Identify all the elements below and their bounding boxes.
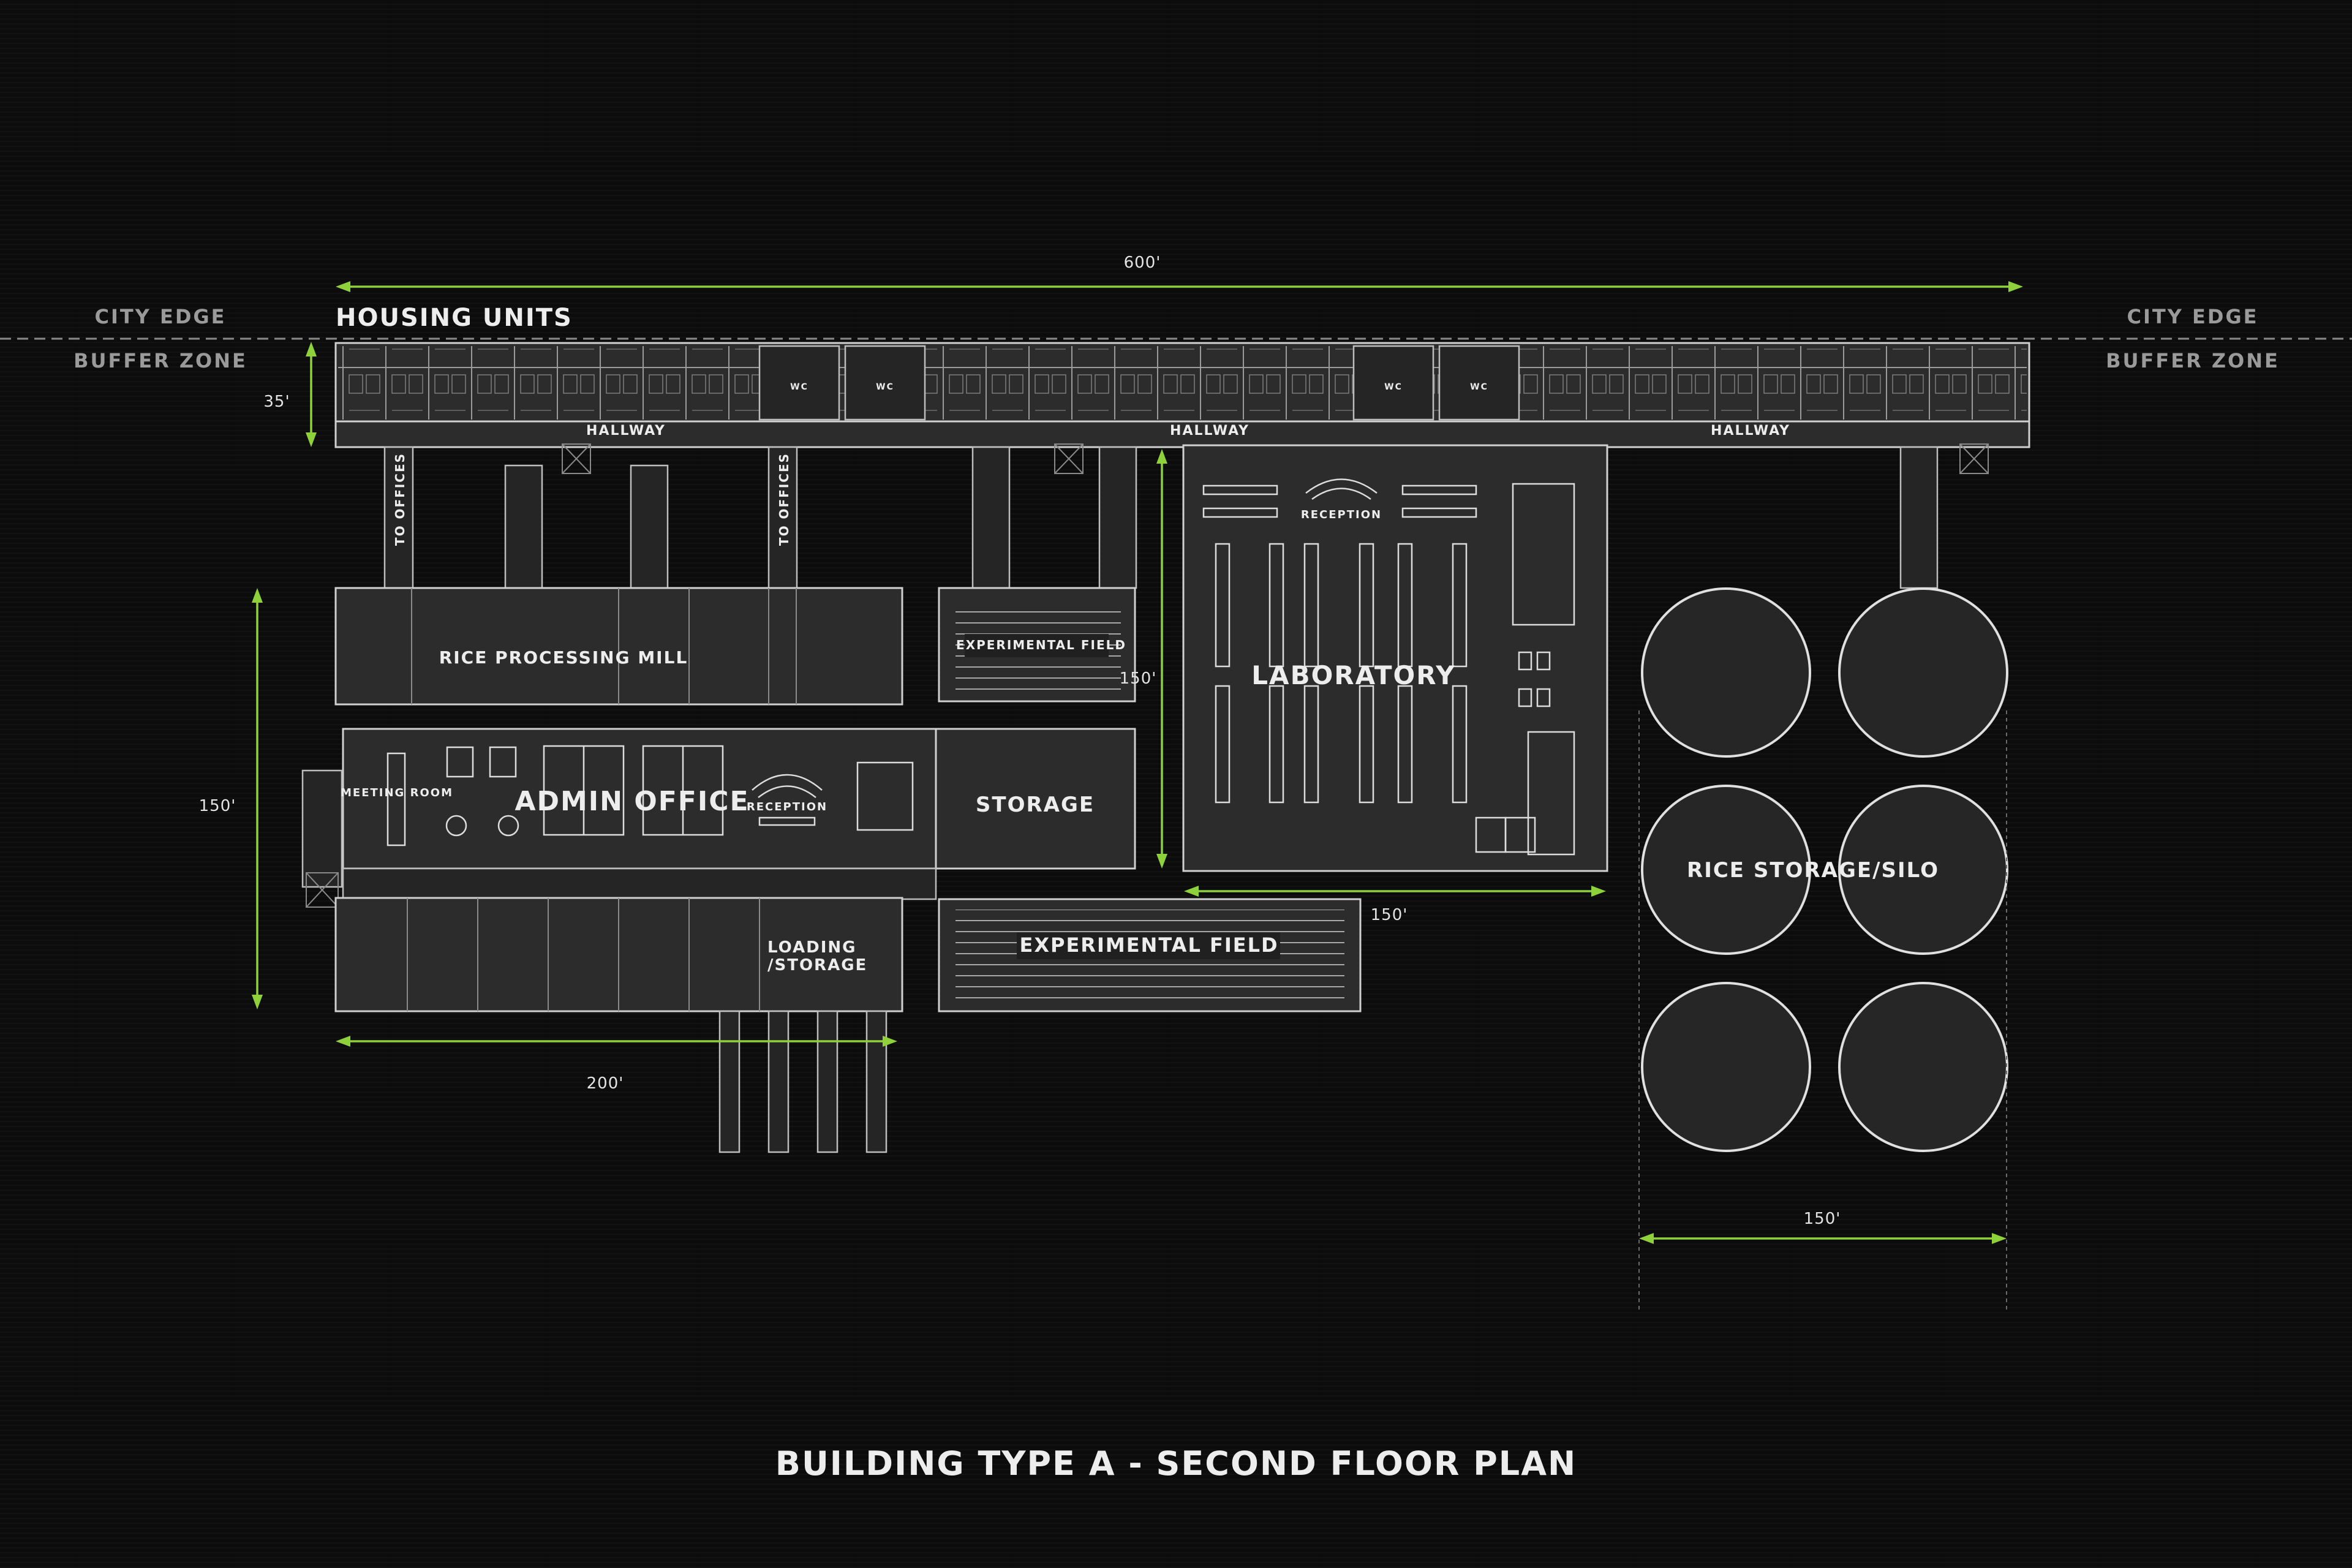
hallway-label: HALLWAY [1711,423,1790,439]
left-city-edge-label: CITY EDGE [94,305,226,328]
hallway-label: HALLWAY [586,423,666,439]
right-buffer-zone-label: BUFFER ZONE [2106,349,2280,372]
admin-office-label: ADMIN OFFICE [514,786,749,817]
lower-corridor [342,867,937,900]
drawing-title: BUILDING TYPE A - SECOND FLOOR PLAN [775,1444,1577,1483]
to-offices-label: TO OFFICES [393,453,407,546]
silo [1641,982,1811,1152]
rice-silo-label: RICE STORAGE/SILO [1687,858,1939,883]
to-offices-label: TO OFFICES [777,453,791,546]
loading-storage-label-line2: /STORAGE [767,956,867,974]
silo [1641,587,1811,758]
dimension-lines [252,281,2023,1244]
left-buffer-zone-label: BUFFER ZONE [74,349,247,372]
loading-partitions [407,898,760,1011]
lab-width-dimension: 150' [1371,906,1408,924]
wc-label: WC [1470,382,1488,392]
loading-docks [718,1010,888,1153]
left-block-height-dimension: 150' [199,797,236,815]
right-city-edge-label: CITY EDGE [2127,305,2258,328]
loading-storage-label-line1: LOADING [767,938,857,957]
experimental-field-small-label: EXPERIMENTAL FIELD [956,638,1126,652]
experimental-field-large-label: EXPERIMENTAL FIELD [1019,933,1278,957]
hallway-label: HALLWAY [1170,423,1250,439]
silo [1838,587,2008,758]
lab-reception-label: RECEPTION [1301,508,1382,521]
hallway-stairs [562,443,1989,474]
silo [1838,982,2008,1152]
wc-label: WC [790,382,809,392]
overall-width-dimension: 600' [1124,254,1161,272]
housing-unit-bays [338,346,2027,420]
lab-benches [1202,483,1575,856]
wc-label: WC [1384,382,1403,392]
lab-reception-desk [1305,478,1378,500]
silo-width-dimension: 150' [1804,1210,1841,1228]
housing-units-title: HOUSING UNITS [336,304,573,332]
admin-reception-label: RECEPTION [747,801,827,813]
admin-furniture [386,745,914,846]
hallway [334,420,2030,448]
storage [935,728,1136,870]
wc-label: WC [876,382,894,392]
laboratory-label: LABORATORY [1251,660,1455,690]
silo [1641,785,1811,955]
left-block-width-dimension: 200' [587,1074,624,1093]
wc-units: WC WC WC WC [758,345,1520,421]
meeting-room-label: MEETING ROOM [341,786,453,799]
mill-partitions [411,588,797,704]
stair-left [301,769,343,888]
lab-height-dimension: 150' [1120,669,1157,688]
rice-processing-mill-label: RICE PROCESSING MILL [439,647,688,668]
admin-office [342,728,937,870]
storage-label: STORAGE [976,793,1095,817]
housing-depth-dimension: 35' [263,393,290,411]
silo [1838,785,2008,955]
